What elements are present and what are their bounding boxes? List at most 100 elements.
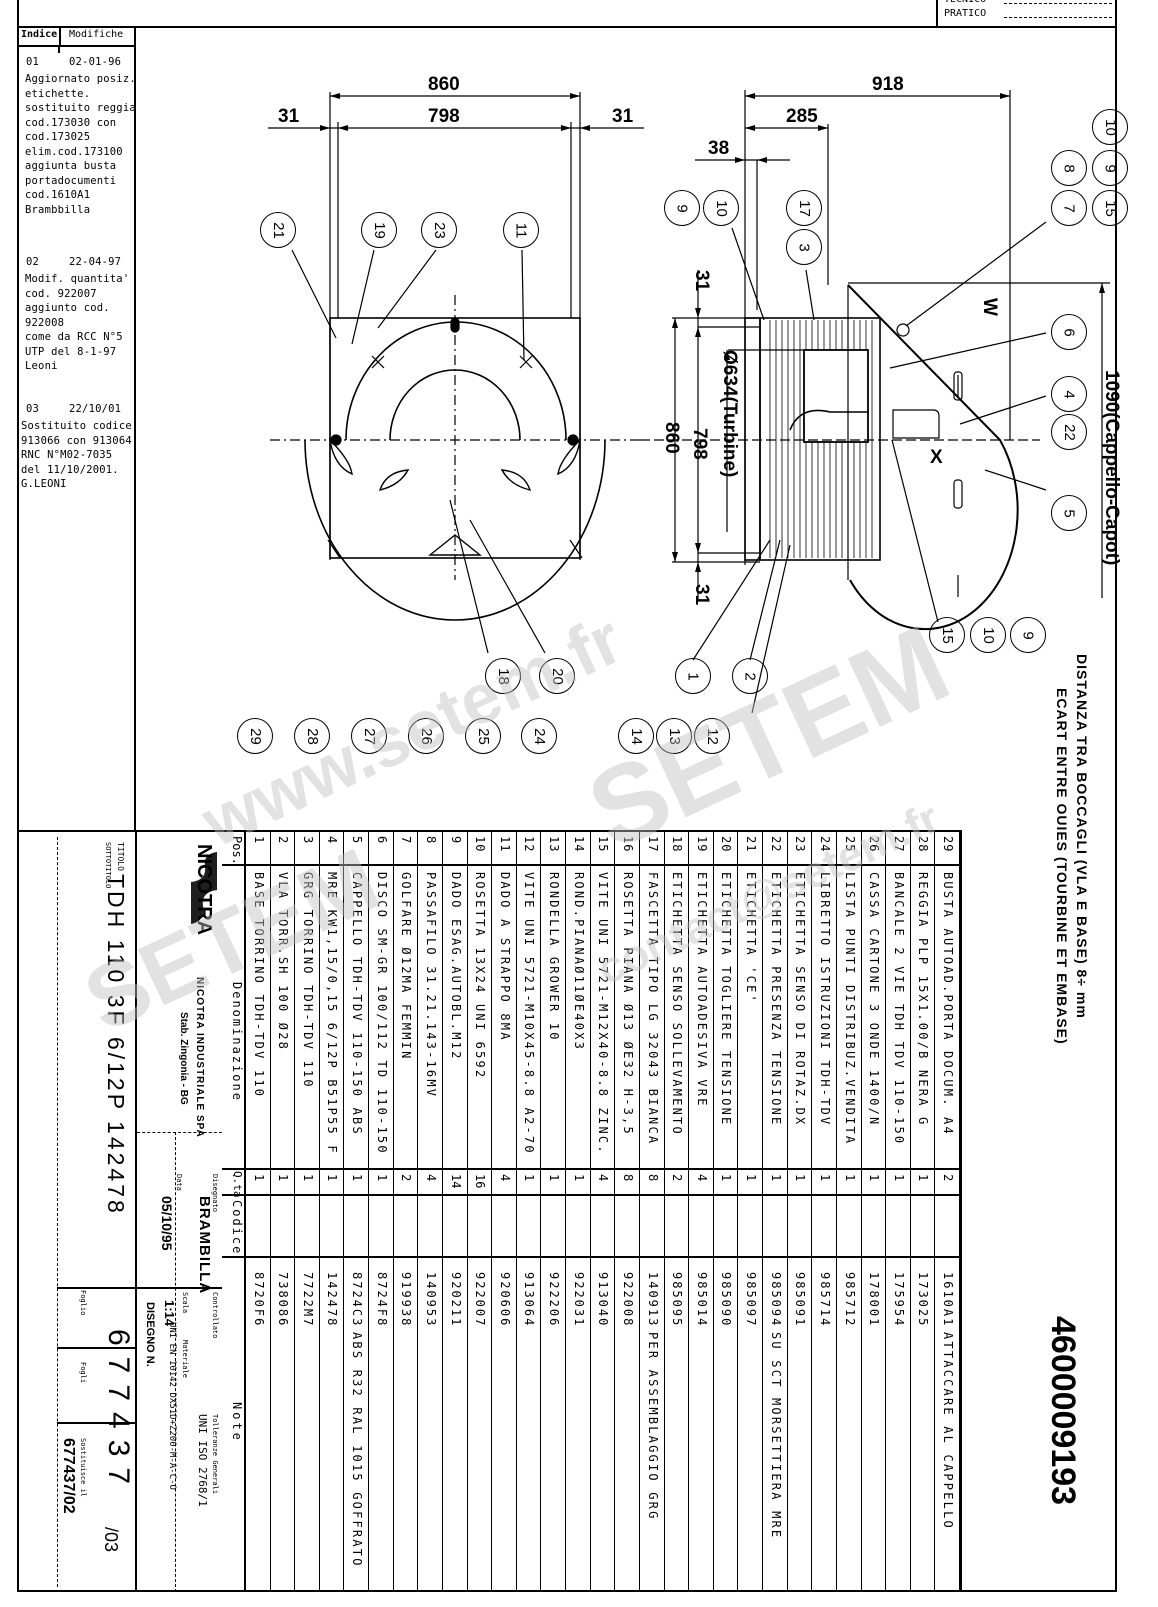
tolerance-label: Tolleranze Generali [211,1414,219,1495]
note-italian: DISTANZA TRA BOCCAGLI (VLA E BASE) 8÷ mm [1074,654,1090,1019]
checked-label: Controllato [211,1292,219,1339]
drawing-date: 05/10/95 [159,1196,175,1251]
revision-03-date: 22/10/01 [69,403,122,415]
revision-02-index: 02 [26,256,40,268]
balloon-3: 3 [786,229,822,265]
technical-drawing [268,90,1110,714]
revision-01-date: 02-01-96 [69,56,122,68]
balloon-13: 13 [656,718,692,754]
bom-code: 142478 [325,1272,340,1328]
bom-qty: 1 [276,1174,291,1182]
bom-pos: 28 [916,836,931,853]
title-block-divider [135,832,137,1592]
dim-side-height: 860 [661,422,682,454]
tecnico-label: TECNICO [944,0,986,5]
dim-front-inner: 798 [428,106,460,127]
mark-w: W [979,298,1000,316]
bom-qty: 16 [473,1174,488,1189]
bom-code: 913040 [596,1272,611,1328]
bom-top-border [17,830,962,832]
dim-side-flange: 38 [708,138,730,159]
bom-code: 920211 [448,1272,463,1328]
bom-code: 922031 [571,1272,586,1328]
balloon-10-cluster: 10 [1092,109,1128,145]
bom-name: BUSTA AUTOAD.PORTA DOCUM. A4 [940,872,955,1136]
bom-qty: 4 [423,1174,438,1182]
bom-col-line-qty [222,1194,960,1196]
bom-name: ROND.PIANAØ11ØE40X3 [571,872,586,1052]
bom-code: 985097 [744,1272,759,1328]
revision-03-text: Sostituito codice 913066 con 913064. RNC… [21,420,139,490]
bom-qty: 1 [867,1174,882,1182]
sheet-divider-1 [57,1347,135,1349]
bom-pos: 25 [842,836,857,853]
bom-col-line-name [222,1168,960,1170]
bom-pos: 13 [547,836,562,853]
balloon-29: 29 [237,718,273,754]
bom-qty: 1 [744,1174,759,1182]
frame-top-line [17,26,1117,28]
dim-side-top: 31 [691,270,712,292]
bom-pos: 2 [276,836,291,845]
bom-name: ETICHETTA TOGLIERE TENSIONE [719,872,734,1127]
brand-name: NICOTRA [193,844,215,936]
dim-front-left: 31 [278,106,300,127]
bom-name: VLA TORR.SH 100 Ø28 [276,872,291,1052]
bom-pos: 16 [620,836,635,853]
bom-pos: 18 [670,836,685,853]
bom-code: 913064 [522,1272,537,1328]
pratico-line [1004,17,1112,18]
bom-code: 919938 [399,1272,414,1328]
revision-column: Indice Modifiche 01 02-01-96 Aggiornato … [17,28,139,830]
bom-qty: 1 [325,1174,340,1182]
bom-pos: 11 [497,836,512,853]
dim-side-bottom: 31 [691,584,712,606]
balloon-17: 17 [786,190,822,226]
bom-qty: 8 [620,1174,635,1182]
drawing-title: TDH 110 3F 6/12P 142478 [103,874,129,1216]
bom-name: BANCALE 2 VIE TDH TDV 110-150 [891,872,906,1146]
bom-qty: 1 [547,1174,562,1182]
bom-note: SU SCT MORSETTIERA MRE [768,1332,783,1540]
scale-label: Scala [181,1292,189,1314]
bom-qty: 4 [596,1174,611,1182]
bom-code: 175954 [891,1272,906,1328]
material-label: Materiale [181,1340,189,1378]
bom-qty: 1 [916,1174,931,1182]
title-label: TITOLO [116,842,125,871]
bom-code: 922206 [547,1272,562,1328]
balloon-24: 24 [521,718,557,754]
balloon-1: 1 [675,658,711,694]
bom-qty: 1 [768,1174,783,1182]
dim-side-width: 918 [872,74,904,95]
revision-02-text: Modif. quantita' cod. 922007 aggiunto co… [25,273,130,372]
balloon-6: 6 [1051,314,1087,350]
bom-qty: 2 [940,1174,955,1182]
balloon-25: 25 [465,718,501,754]
bom-code: 985712 [842,1272,857,1328]
bom-qty: 1 [300,1174,315,1182]
bom-code: 985014 [694,1272,709,1328]
bom-name: CASSA CARTONE 3 ONDE 1400/N [867,872,882,1127]
bom-name: ETICHETTA SENSO SOLLEVAMENTO [670,872,685,1136]
balloon-20: 20 [539,658,575,694]
date-label: Data [175,1174,183,1191]
dim-side-inner: 798 [689,428,710,460]
bom-qty: 2 [670,1174,685,1182]
pratico-label: PRATICO [944,8,987,19]
replaces-label: Sostituisce il [79,1438,87,1498]
